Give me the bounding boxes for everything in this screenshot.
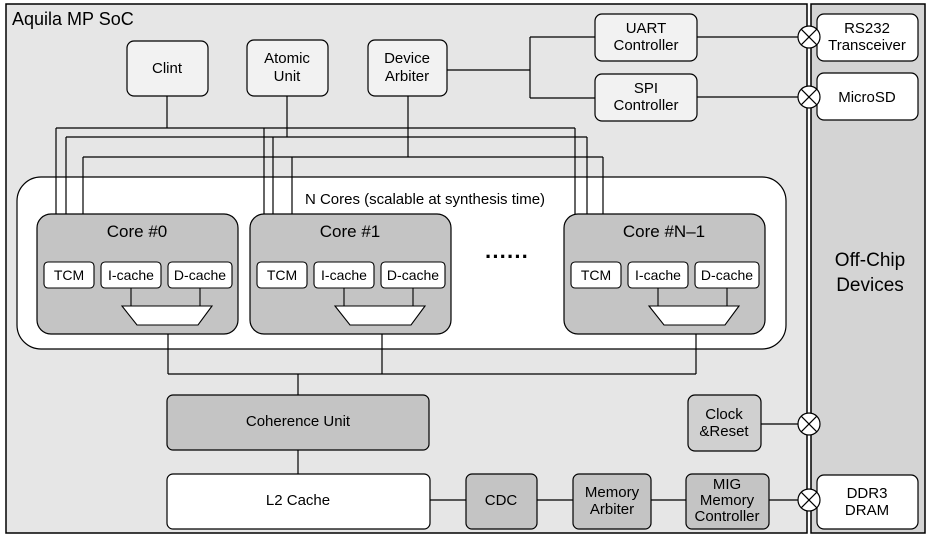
ddr3-label-1: DDR3 — [847, 485, 888, 502]
clint-label: Clint — [152, 60, 183, 77]
microsd-label: MicroSD — [838, 89, 896, 106]
mig-label-3: Controller — [694, 508, 759, 525]
tcm-label: TCM — [581, 267, 611, 283]
mig-controller-box — [685, 473, 770, 530]
mig-label-2: Memory — [700, 492, 755, 509]
core-block: Core #N–1 TCM I-cache D-cache — [563, 213, 766, 335]
pin-marker-icon — [797, 85, 821, 109]
core-name: Core #1 — [320, 222, 380, 241]
mux-icon — [333, 305, 427, 326]
offchip-label-line2: Devices — [836, 275, 904, 296]
icache-label: I-cache — [635, 267, 681, 283]
cores-ellipsis: ······ — [485, 244, 529, 269]
uart-controller-box — [594, 13, 698, 62]
tcm-box — [570, 261, 622, 289]
rs232-label-1: RS232 — [844, 20, 890, 37]
device-arbiter-box — [367, 39, 448, 97]
core-block: Core #1 TCM I-cache D-cache — [249, 213, 452, 335]
uart-label-1: UART — [626, 20, 667, 37]
offchip-label-line1: Off-Chip — [835, 250, 905, 271]
memory-arbiter-label-1: Memory — [585, 484, 640, 501]
tcm-box — [43, 261, 95, 289]
spi-controller-box — [594, 73, 698, 122]
pin-marker-icon — [797, 488, 821, 512]
l2-cache-box — [166, 473, 431, 530]
core-block: Core #0 TCM I-cache D-cache — [36, 213, 239, 335]
memory-arbiter-box — [572, 473, 652, 530]
cores-region-title: N Cores (scalable at synthesis time) — [305, 191, 545, 208]
tcm-label: TCM — [267, 267, 297, 283]
device-arbiter-label-1: Device — [384, 50, 430, 67]
icache-label: I-cache — [321, 267, 367, 283]
spi-label-1: SPI — [634, 80, 658, 97]
tcm-box — [256, 261, 308, 289]
dcache-label: D-cache — [174, 267, 226, 283]
mux-icon — [647, 305, 741, 326]
core-bus-stubs — [55, 177, 697, 349]
memory-arbiter-label-2: Arbiter — [590, 501, 634, 518]
tcm-label: TCM — [54, 267, 84, 283]
core-name: Core #N–1 — [623, 222, 705, 241]
clock-reset-box — [687, 394, 762, 452]
ddr3-label-2: DRAM — [845, 502, 889, 519]
cdc-box — [465, 473, 538, 530]
spi-label-2: Controller — [613, 97, 678, 114]
clock-reset-label-2: &Reset — [699, 423, 749, 440]
dcache-label: D-cache — [701, 267, 753, 283]
l2-cache-label: L2 Cache — [266, 492, 330, 509]
clock-reset-label-1: Clock — [705, 406, 743, 423]
soc-title: Aquila MP SoC — [12, 9, 134, 29]
mux-icon — [120, 305, 214, 326]
cdc-label: CDC — [485, 492, 518, 509]
coherence-unit-label: Coherence Unit — [246, 413, 351, 430]
pin-marker-icon — [797, 412, 821, 436]
device-arbiter-label-2: Arbiter — [385, 68, 429, 85]
coherence-unit-box — [166, 394, 430, 451]
clint-box — [126, 40, 209, 97]
mig-label-1: MIG — [713, 476, 741, 493]
core-name: Core #0 — [107, 222, 167, 241]
atomic-unit-label-1: Atomic — [264, 50, 310, 67]
atomic-unit-label-2: Unit — [274, 68, 302, 85]
atomic-unit-box — [246, 39, 329, 97]
uart-label-2: Controller — [613, 37, 678, 54]
icache-label: I-cache — [108, 267, 154, 283]
dcache-label: D-cache — [387, 267, 439, 283]
pin-marker-icon — [797, 25, 821, 49]
rs232-label-2: Transceiver — [828, 37, 906, 54]
